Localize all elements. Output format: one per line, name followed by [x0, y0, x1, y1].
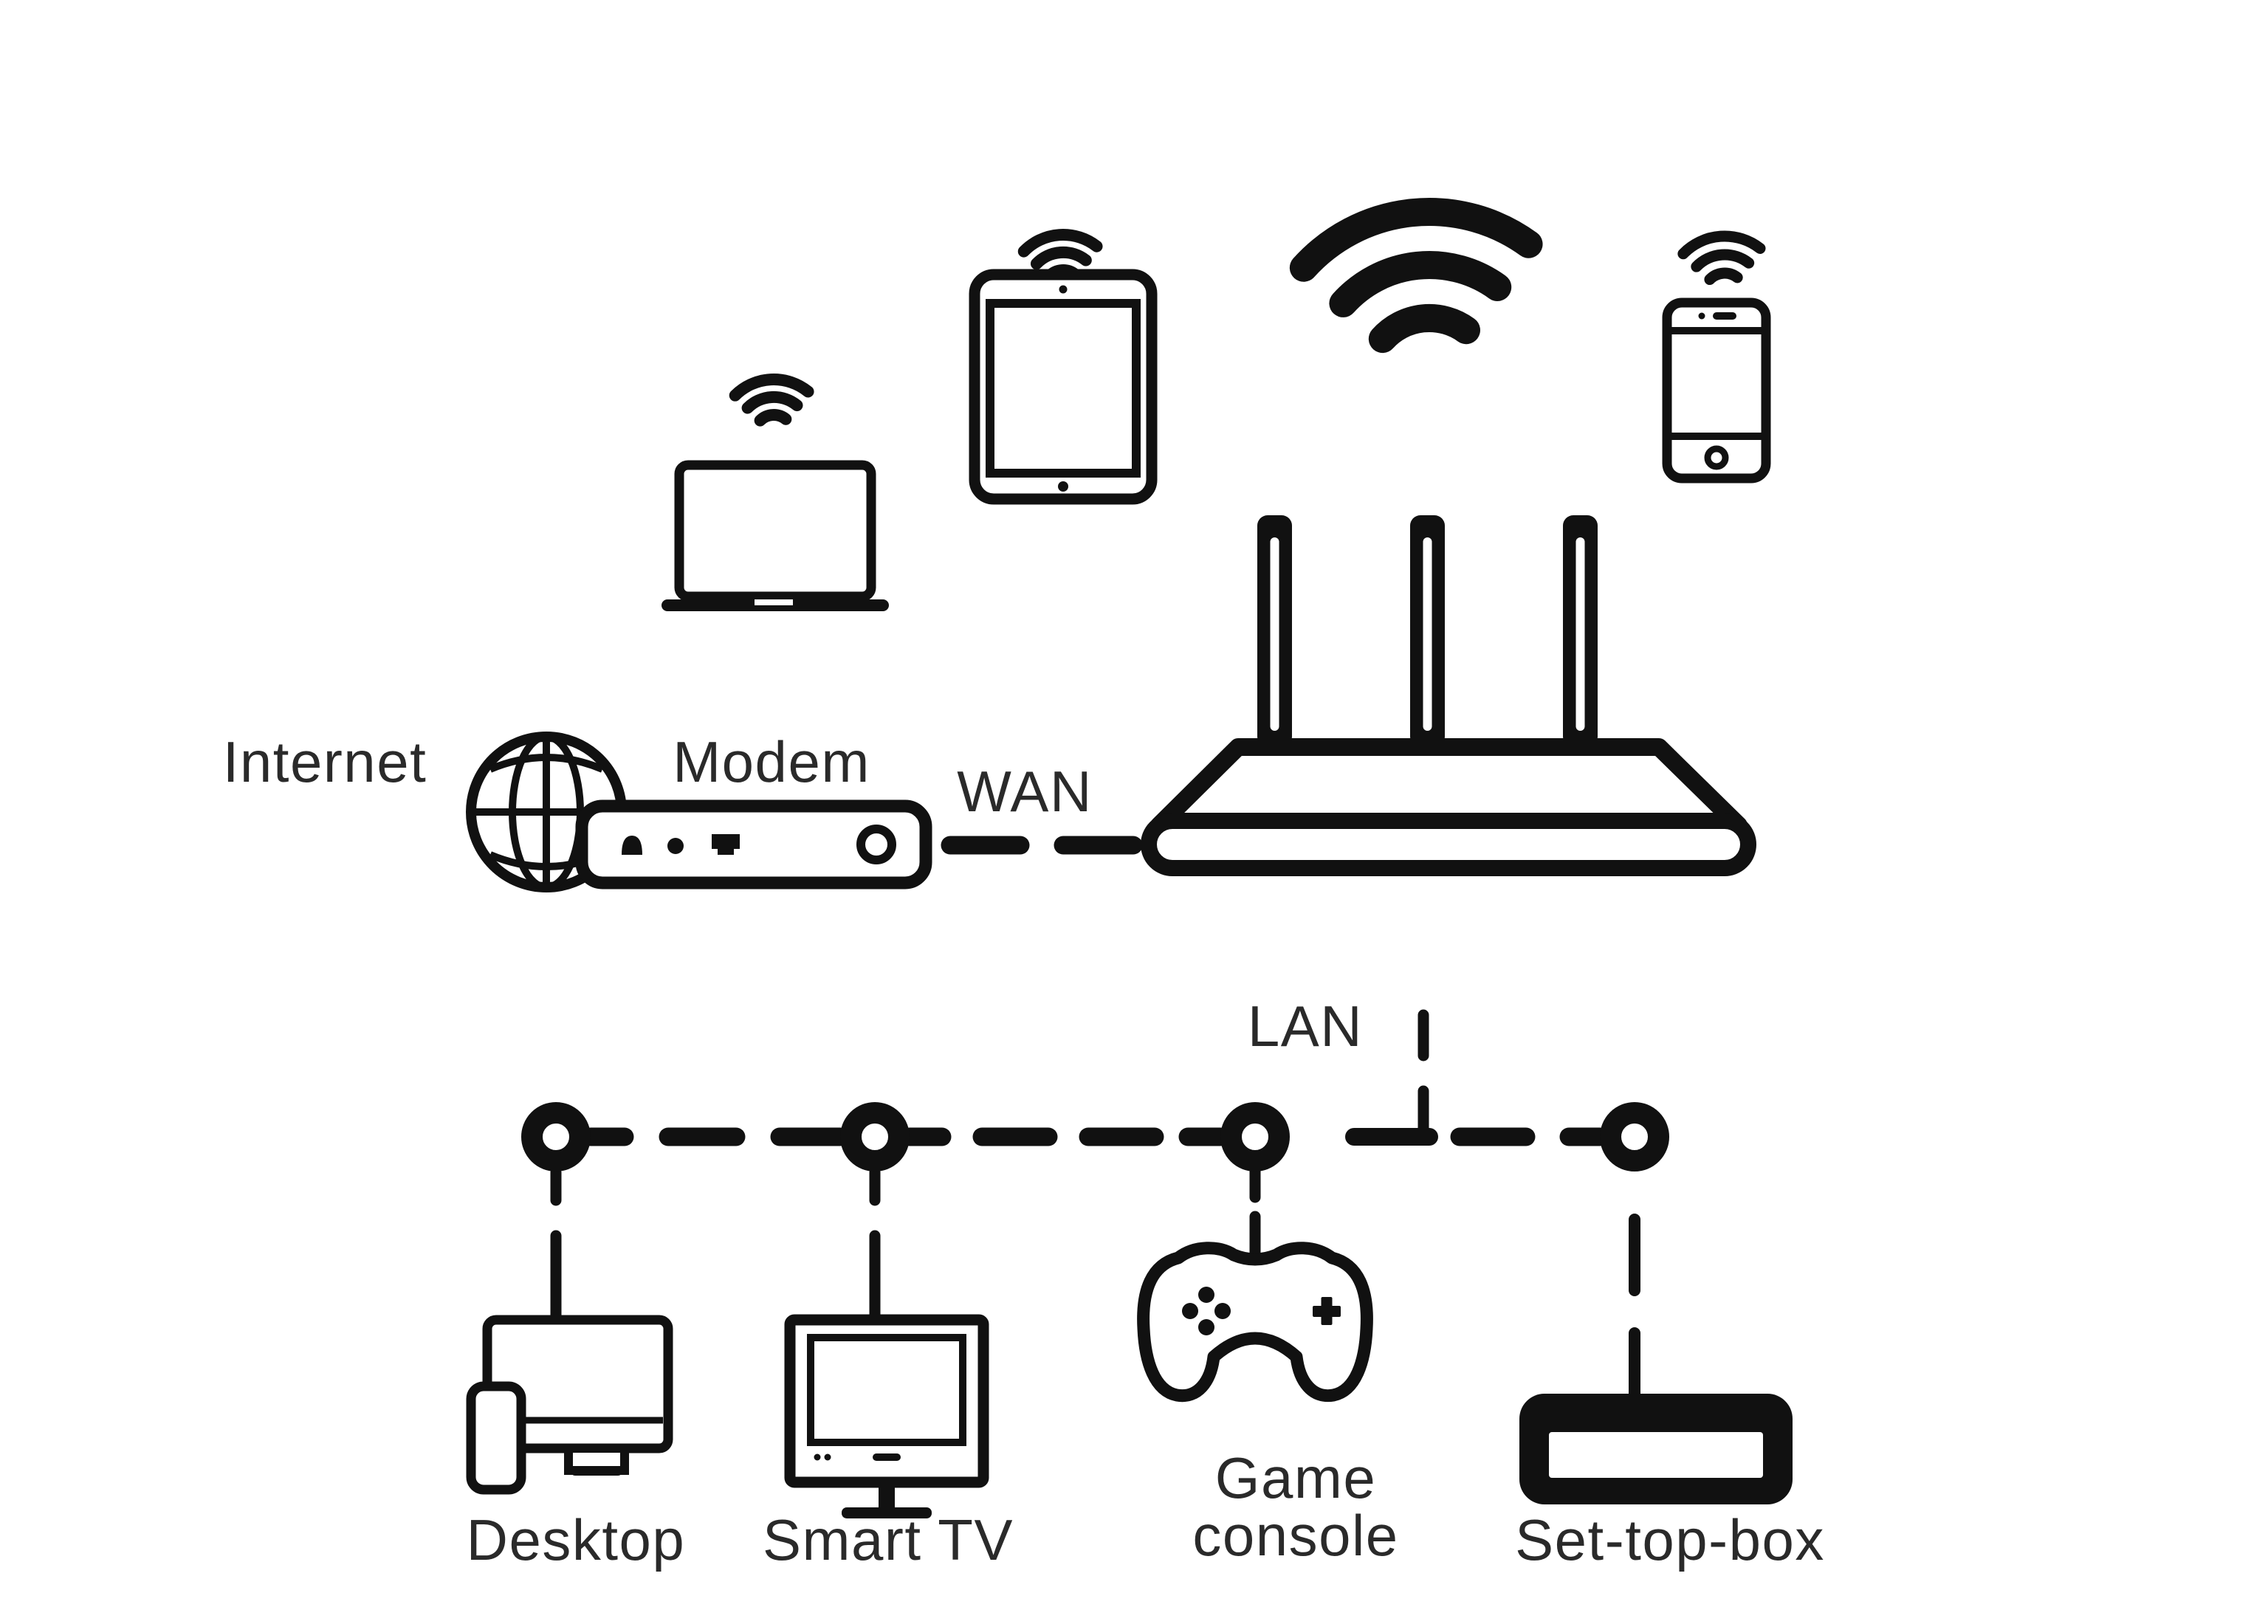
lan-dashed-drop: [1345, 1009, 1438, 1146]
router-icon: [1141, 515, 1756, 876]
smart-tv-label: Smart TV: [763, 1507, 1014, 1572]
smart-tv-icon: [784, 1314, 989, 1518]
game-console-label-line1: Game: [1215, 1445, 1376, 1510]
router-wifi-signal-icon: [1289, 198, 1543, 354]
internet-label: Internet: [223, 729, 427, 794]
wan-label: WAN: [957, 759, 1093, 824]
set-top-box-label: Set-top-box: [1515, 1507, 1825, 1572]
smartphone-icon: [1662, 297, 1771, 484]
modem-icon: [575, 799, 932, 890]
lan-label: LAN: [1248, 994, 1363, 1059]
smartphone-wifi-icon: [1677, 230, 1766, 286]
lan-node-icon: [1600, 1102, 1669, 1171]
lan-node-icons: [521, 1102, 1669, 1171]
tablet-icon: [969, 269, 1158, 505]
laptop-icon: [662, 460, 889, 611]
game-console-label-line2: console: [1192, 1503, 1398, 1568]
lan-node-icon: [1220, 1102, 1290, 1171]
device-drop-lines: [550, 1165, 1640, 1403]
modem-label: Modem: [673, 729, 870, 794]
set-top-box-icon: [1519, 1394, 1793, 1504]
game-controller-icon: [1137, 1242, 1373, 1403]
desktop-pc-icon: [466, 1315, 673, 1495]
lan-node-icon: [840, 1102, 910, 1171]
lan-node-icon: [521, 1102, 591, 1171]
desktop-label: Desktop: [467, 1507, 686, 1572]
laptop-wifi-icon: [729, 374, 814, 427]
